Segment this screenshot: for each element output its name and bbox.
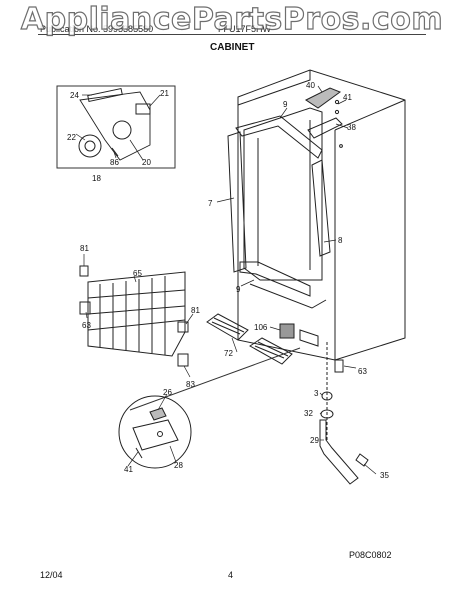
- callout-24: 24: [70, 91, 79, 100]
- callout-7: 7: [208, 199, 213, 208]
- cabinet-liner: [243, 107, 323, 281]
- callout-22: 22: [67, 133, 76, 142]
- callout-9-top: 9: [283, 100, 288, 109]
- callout-65: 65: [133, 269, 142, 278]
- callout-3: 3: [314, 389, 319, 398]
- page-number: 4: [228, 570, 234, 580]
- callout-29: 29: [310, 436, 319, 445]
- right-trim-strip: [311, 159, 331, 257]
- leveling-leg: [334, 359, 344, 373]
- left-trim-strip: [227, 131, 247, 273]
- callout-41: 41: [343, 93, 352, 102]
- callout-38: 38: [347, 123, 356, 132]
- top-hinge-cover: [305, 87, 342, 109]
- callout-83: 83: [186, 380, 195, 389]
- diagram-code: P08C0802: [349, 550, 392, 560]
- clip-81a: [79, 265, 89, 277]
- callout-20: 20: [142, 158, 151, 167]
- drain-tube: [319, 419, 359, 485]
- drain-clamp: [355, 453, 369, 467]
- top-trim-strip: [235, 115, 323, 159]
- callout-18: 18: [92, 174, 101, 183]
- header-rule: [38, 34, 426, 35]
- inset-strip: [87, 87, 123, 103]
- clip-81b: [177, 321, 189, 333]
- clip-63: [79, 301, 91, 315]
- section-title: CABINET: [210, 42, 255, 53]
- inset-thermostat: [112, 120, 132, 140]
- inset-connector: [135, 103, 151, 115]
- callout-63-left: 63: [82, 321, 91, 330]
- kickplate-left: [206, 313, 249, 341]
- model-number: FFU17F5HW: [218, 24, 272, 34]
- part-106: [279, 323, 295, 339]
- footer-date: 12/04: [40, 570, 63, 580]
- drain-plug: [321, 391, 333, 401]
- callout-28: 28: [174, 461, 183, 470]
- rear-grille: [87, 271, 186, 357]
- callout-26: 26: [163, 388, 172, 397]
- top-hinge: [307, 117, 343, 139]
- clip-83: [177, 353, 189, 367]
- callout-21: 21: [160, 89, 169, 98]
- callout-8: 8: [338, 236, 343, 245]
- callout-106: 106: [254, 323, 268, 332]
- callout-32: 32: [304, 409, 313, 418]
- bottom-trim-strip: [239, 261, 311, 297]
- callout-35: 35: [380, 471, 389, 480]
- inset-bracket: [79, 91, 151, 161]
- callout-41-detail: 41: [124, 465, 133, 474]
- callout-63-right: 63: [358, 367, 367, 376]
- callout-72: 72: [224, 349, 233, 358]
- kickplate-right: [249, 337, 293, 365]
- callout-81-right: 81: [191, 306, 200, 315]
- callout-81-left: 81: [80, 244, 89, 253]
- inset-frame: [56, 85, 176, 169]
- publication-number: Publication No. 5995385580: [40, 24, 154, 34]
- callout-86: 86: [110, 158, 119, 167]
- callout-9-bottom: 9: [236, 285, 241, 294]
- detail-circle: [118, 395, 192, 469]
- inset-knob: [78, 134, 102, 158]
- callout-40: 40: [306, 81, 315, 90]
- leg-bracket: [132, 419, 179, 451]
